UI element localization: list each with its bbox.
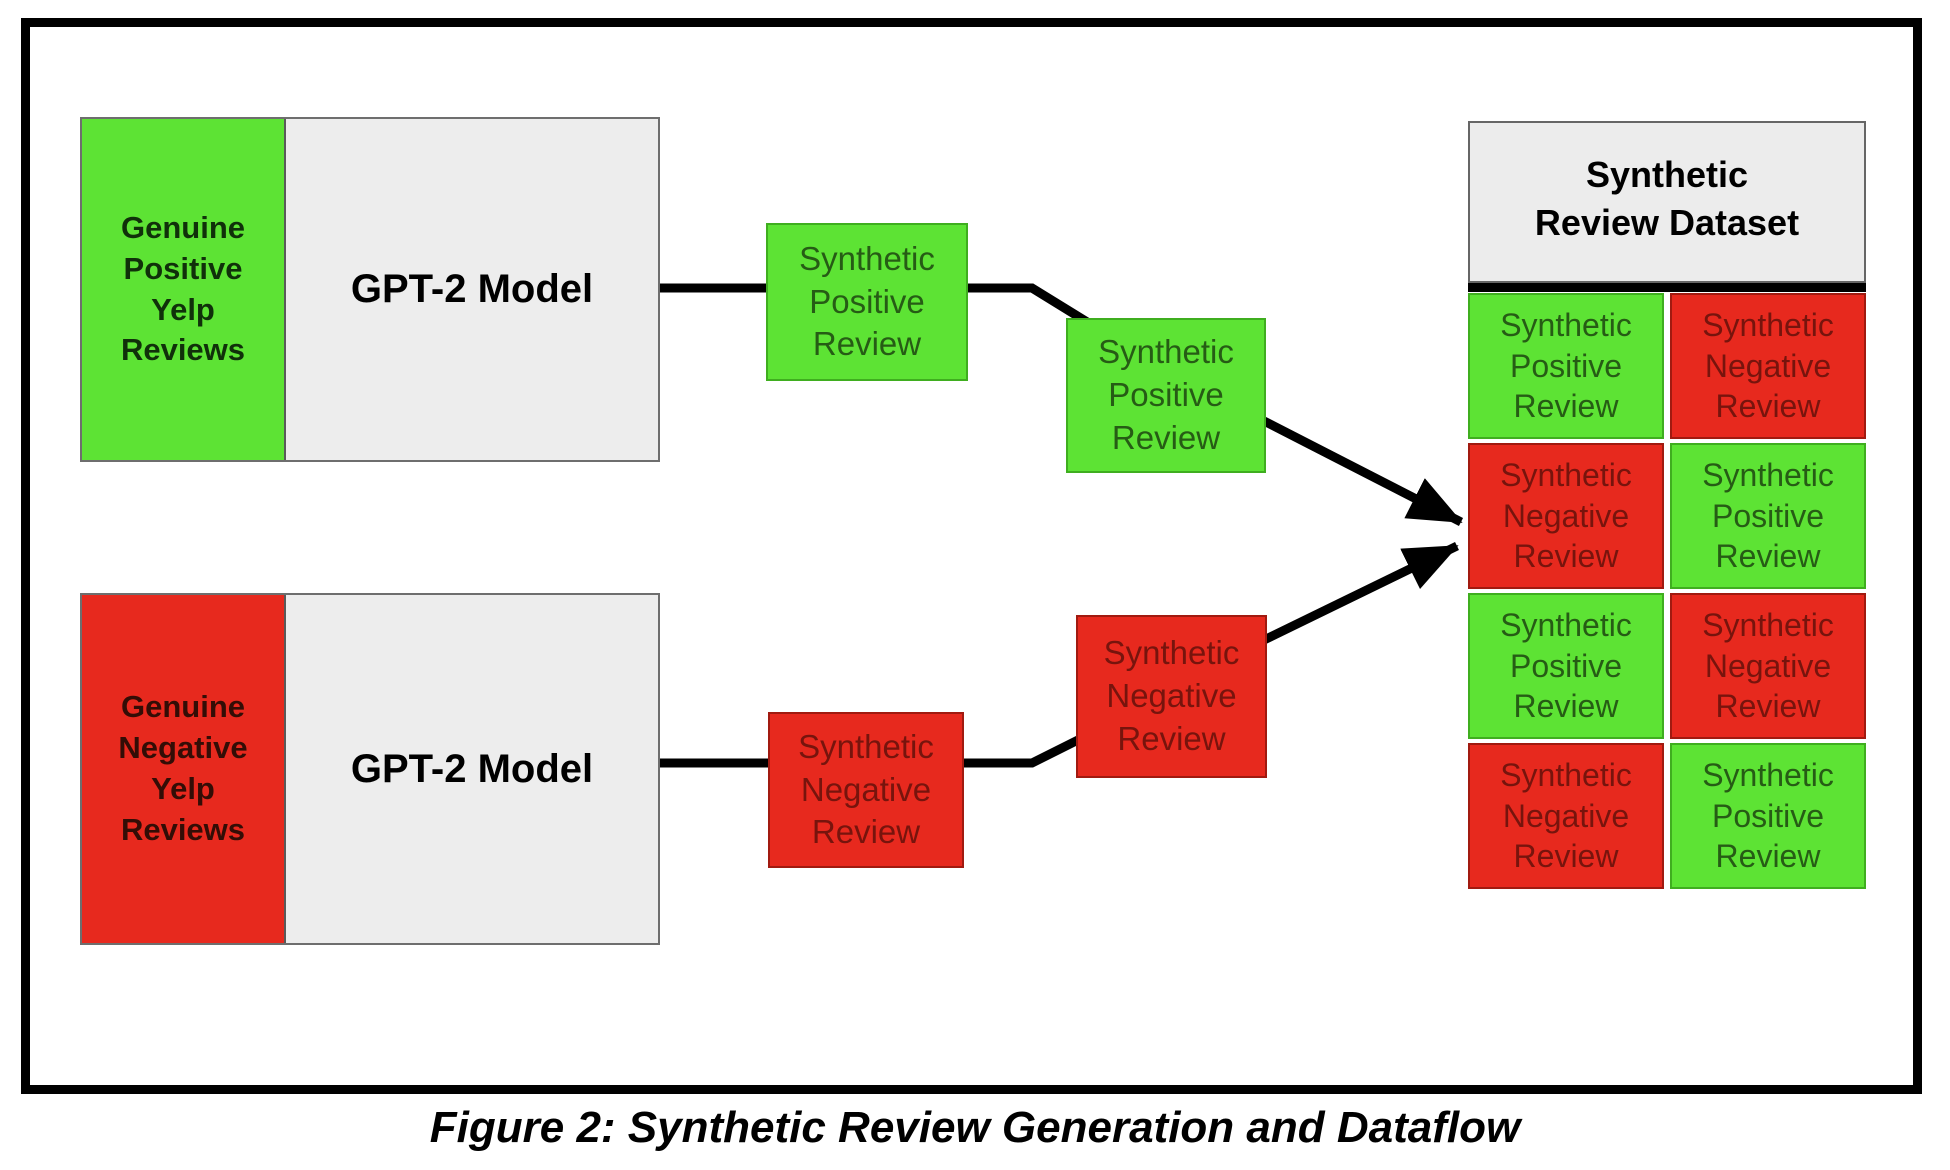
dataset-cell-r4c2: Synthetic Positive Review xyxy=(1670,743,1866,889)
synthetic-negative-review-box-2: Synthetic Negative Review xyxy=(1076,615,1267,778)
dataset-cell-r2c1: Synthetic Negative Review xyxy=(1468,443,1664,589)
synthetic-negative-review-box-1: Synthetic Negative Review xyxy=(768,712,964,868)
dataset-cell-r2c2: Synthetic Positive Review xyxy=(1670,443,1866,589)
genuine-negative-yelp-reviews-box: Genuine Negative Yelp Reviews xyxy=(82,595,286,943)
synthetic-positive-review-box-2: Synthetic Positive Review xyxy=(1066,318,1266,473)
negative-input-group: Genuine Negative Yelp Reviews GPT-2 Mode… xyxy=(80,593,660,945)
gpt2-model-label-positive: GPT-2 Model xyxy=(350,267,594,311)
synthetic-review-dataset: Synthetic Review Dataset Synthetic Posit… xyxy=(1468,121,1866,889)
dataset-cell-r4c1: Synthetic Negative Review xyxy=(1468,743,1664,889)
synthetic-positive-review-box-1: Synthetic Positive Review xyxy=(766,223,968,381)
dataset-cell-r1c2: Synthetic Negative Review xyxy=(1670,293,1866,439)
dataset-header: Synthetic Review Dataset xyxy=(1468,121,1866,283)
positive-input-group: Genuine Positive Yelp Reviews GPT-2 Mode… xyxy=(80,117,660,462)
gpt2-model-label-negative: GPT-2 Model xyxy=(350,746,594,791)
dataset-cell-r3c2: Synthetic Negative Review xyxy=(1670,593,1866,739)
dataset-divider-rule xyxy=(1468,283,1866,292)
genuine-negative-yelp-reviews-label: Genuine Negative Yelp Reviews xyxy=(118,689,248,847)
dataset-cell-r1c1: Synthetic Positive Review xyxy=(1468,293,1664,439)
gpt2-model-box-negative: GPT-2 Model xyxy=(286,595,658,943)
genuine-positive-yelp-reviews-box: Genuine Positive Yelp Reviews xyxy=(82,119,286,460)
gpt2-model-box-positive: GPT-2 Model xyxy=(286,119,658,460)
genuine-positive-yelp-reviews-label: Genuine Positive Yelp Reviews xyxy=(120,209,246,368)
figure-caption: Figure 2: Synthetic Review Generation an… xyxy=(429,1103,1521,1152)
dataset-cell-r3c1: Synthetic Positive Review xyxy=(1468,593,1664,739)
dataset-grid: Synthetic Positive Review Synthetic Nega… xyxy=(1468,293,1866,889)
